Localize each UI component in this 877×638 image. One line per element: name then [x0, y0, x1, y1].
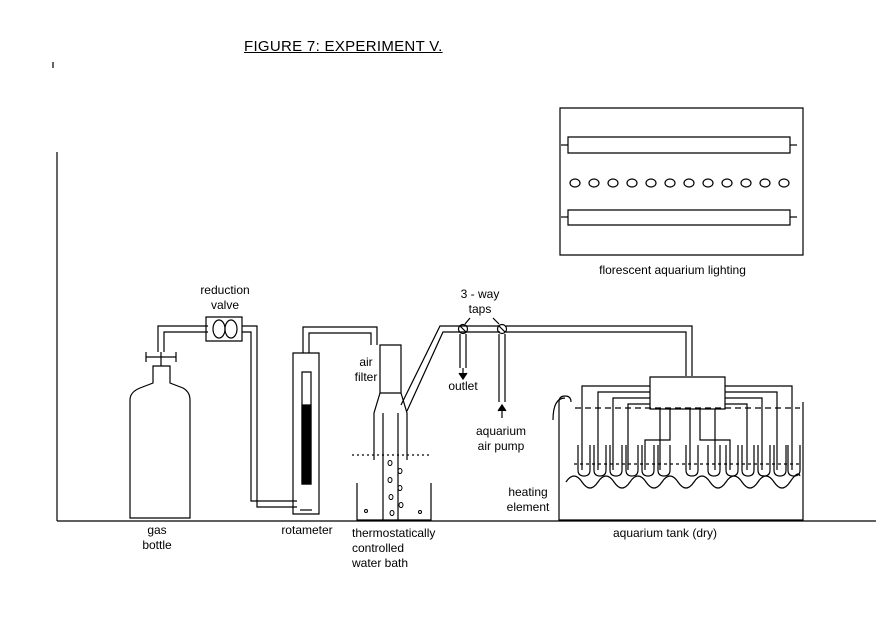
outlet-pipe: [459, 334, 467, 379]
lighting-box: [560, 108, 803, 255]
gas-bottle-label: gas bottle: [142, 523, 172, 552]
heating-element-label: heating element: [506, 485, 550, 514]
lighting-label: florescent aquarium lighting: [599, 263, 746, 277]
test-tubes: [574, 445, 802, 476]
gas-bottle: [130, 352, 190, 518]
main-gas-line: [401, 326, 692, 411]
manifold: [575, 377, 800, 470]
figure-title: FIGURE 7: EXPERIMENT V.: [244, 38, 443, 55]
pipe-valve-to-rotameter: [242, 326, 297, 507]
air-filter-label: air filter: [354, 355, 378, 384]
rotameter: [293, 353, 319, 514]
three-way-taps: [459, 318, 507, 334]
water-bath: [352, 413, 431, 520]
aquarium-tank-label: aquarium tank (dry): [612, 526, 718, 540]
outlet-label: outlet: [448, 379, 478, 393]
pipe-rotameter-to-filter: [303, 327, 377, 353]
reduction-valve-label: reduction valve: [200, 283, 250, 312]
pipe-bottle-to-valve: [158, 326, 208, 352]
water-bath-label: thermostatically controlled water bath: [352, 526, 436, 570]
three-way-taps-label: 3 - way taps: [460, 287, 500, 316]
aquarium-air-pump-label: aquarium air pump: [475, 424, 527, 453]
air-pump-pipe: [498, 334, 506, 418]
rotameter-label: rotameter: [281, 523, 333, 537]
reduction-valve: [206, 317, 242, 341]
